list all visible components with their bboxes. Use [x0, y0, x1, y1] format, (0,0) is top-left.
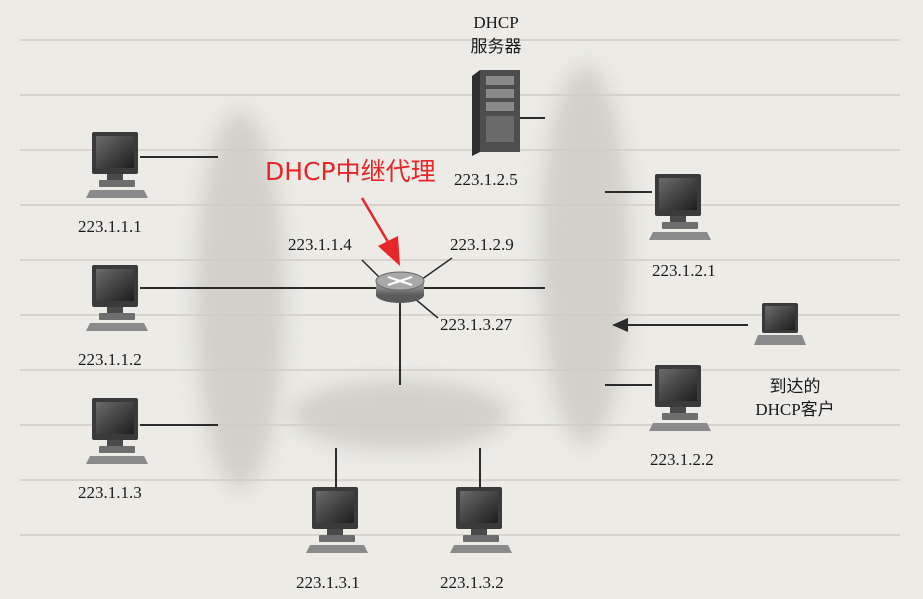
- relay-pointer-arrow: [360, 197, 400, 266]
- host-223-1-1-2: 223.1.1.2: [78, 265, 148, 369]
- desktop-computer-icon: [450, 487, 512, 553]
- host-label: 223.1.1.3: [78, 483, 142, 502]
- client-arrow: [612, 318, 748, 332]
- links: [140, 117, 652, 490]
- host-223-1-1-3: 223.1.1.3: [78, 398, 148, 502]
- server-tower-icon: [472, 70, 520, 156]
- desktop-computer-icon: [86, 132, 148, 198]
- host-label: 223.1.1.1: [78, 217, 142, 236]
- host-223-1-2-1: 223.1.2.1: [649, 174, 716, 280]
- client-label-line1: 到达的: [770, 377, 821, 396]
- host-label: 223.1.2.1: [652, 261, 716, 280]
- host-label: 223.1.2.2: [650, 450, 714, 469]
- host-223-1-2-2: 223.1.2.2: [649, 365, 714, 469]
- laptop-icon: [754, 303, 806, 345]
- background-texture: [20, 39, 900, 536]
- server-address: 223.1.2.5: [454, 170, 518, 189]
- host-223-1-1-1: 223.1.1.1: [78, 132, 148, 236]
- host-label: 223.1.3.2: [440, 573, 504, 592]
- host-label: 223.1.1.2: [78, 350, 142, 369]
- relay-agent-title: DHCP中继代理: [265, 157, 436, 186]
- desktop-computer-icon: [86, 265, 148, 331]
- subnet-223-1-2-blob: [540, 65, 630, 445]
- desktop-computer-icon: [649, 174, 711, 240]
- subnet-223-1-3-blob: [290, 380, 510, 450]
- server-label-line1: DHCP: [473, 13, 518, 32]
- arriving-dhcp-client: 到达的 DHCP客户: [754, 303, 835, 419]
- router-interface-right: 223.1.2.9: [450, 235, 514, 254]
- host-223-1-3-1: 223.1.3.1: [296, 487, 368, 592]
- desktop-computer-icon: [86, 398, 148, 464]
- router-interface-bottom: 223.1.3.27: [440, 315, 513, 334]
- router: [375, 271, 425, 303]
- server-label-line2: 服务器: [471, 37, 522, 56]
- desktop-computer-icon: [649, 365, 711, 431]
- subnet-blobs: [195, 65, 630, 490]
- client-label-line2: DHCP客户: [755, 400, 834, 419]
- host-223-1-3-2: 223.1.3.2: [440, 487, 512, 592]
- subnet-223-1-1-blob: [195, 110, 285, 490]
- router-interface-left: 223.1.1.4: [288, 235, 352, 254]
- host-label: 223.1.3.1: [296, 573, 360, 592]
- desktop-computer-icon: [306, 487, 368, 553]
- router-icon: [375, 271, 425, 303]
- dhcp-server: [472, 70, 520, 156]
